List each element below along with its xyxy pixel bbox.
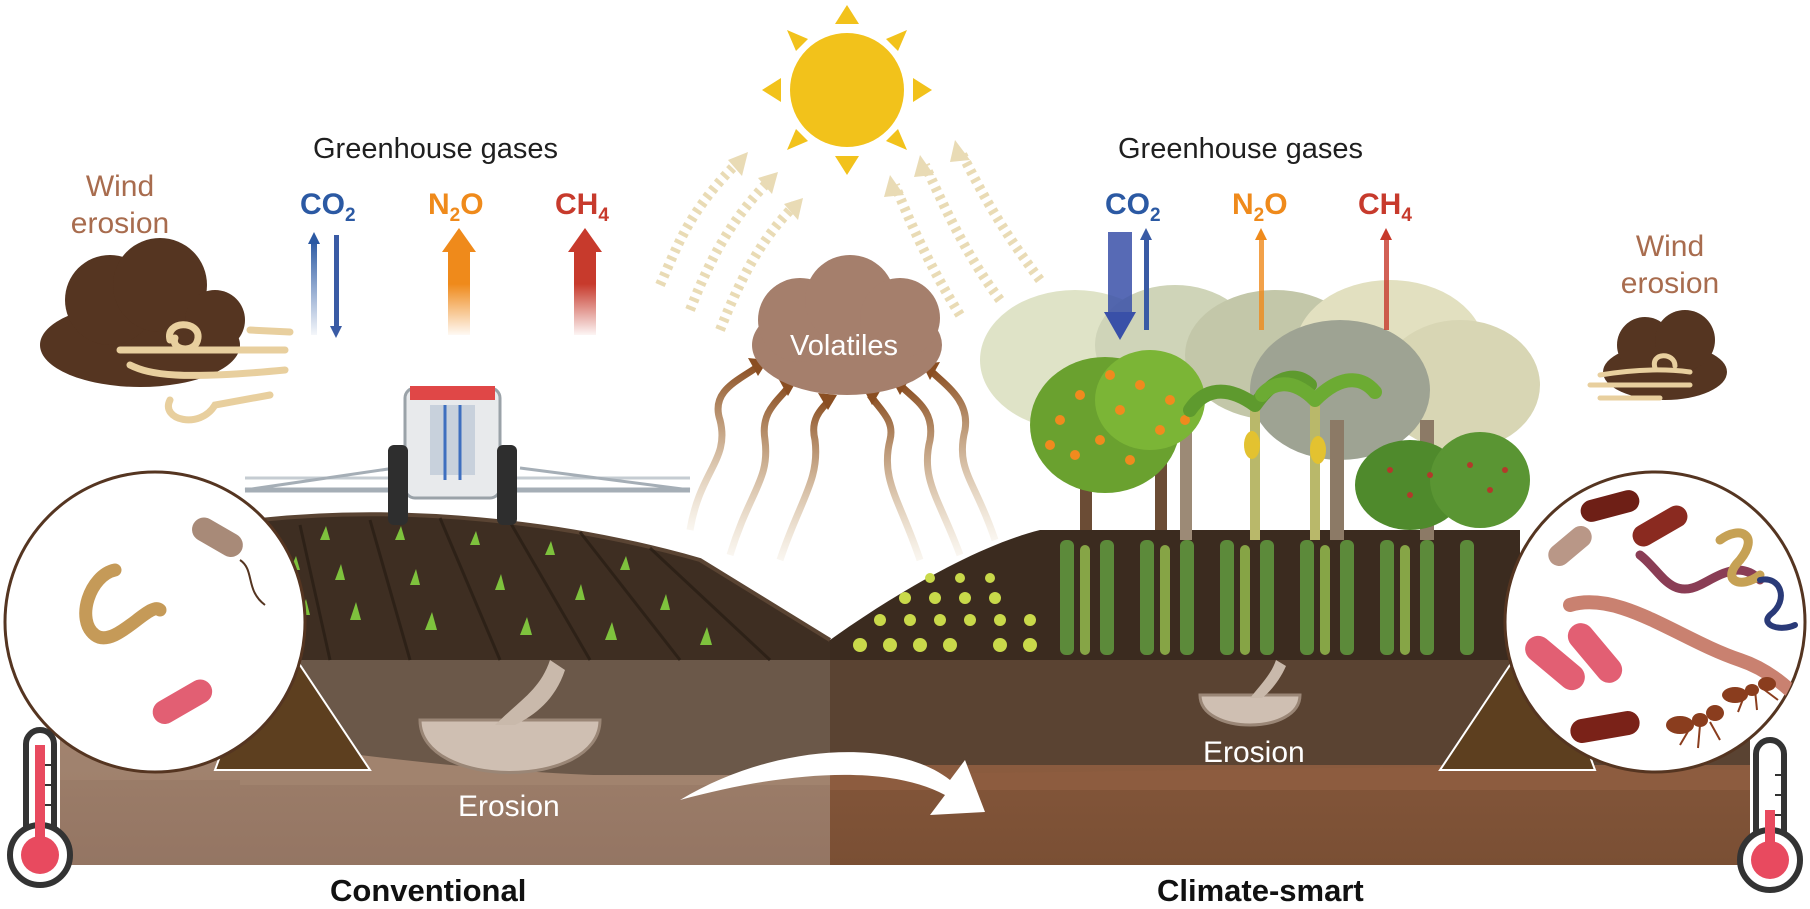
right-ghg-title: Greenhouse gases — [1118, 133, 1364, 165]
right-erosion-bowl — [1198, 660, 1302, 727]
bacterium-icon — [1525, 490, 1688, 743]
dust-cloud-icon — [40, 238, 245, 387]
wind-gust-icon — [1587, 353, 1693, 401]
volatiles-cloud — [752, 255, 942, 395]
volatile-arrows — [686, 362, 999, 562]
bacterium-icon — [192, 517, 266, 606]
left-ghg-title: Greenhouse gases — [313, 133, 559, 165]
left-erosion-label: Erosion — [458, 790, 560, 823]
tractor-icon — [244, 386, 691, 525]
right-n2o-label: N2O — [1232, 188, 1288, 226]
conventional-field — [240, 512, 832, 662]
wind-gust-icon — [116, 321, 294, 424]
banana-plant-icon — [1183, 370, 1382, 540]
right-ghg-arrows — [1104, 228, 1392, 340]
volatiles-label: Volatiles — [790, 330, 899, 362]
climate-smart-label: Climate-smart — [1157, 873, 1364, 908]
left-n2o-label: N2O — [428, 188, 484, 226]
right-co2-label: CO2 — [1105, 188, 1161, 226]
thermometer-icon — [1737, 737, 1803, 893]
left-soil-magnifier — [3, 470, 307, 774]
left-ghg-arrows — [308, 228, 602, 338]
conventional-label: Conventional — [330, 873, 527, 908]
left-ch4-label: CH4 — [555, 188, 609, 226]
climate-smart-field — [830, 530, 1520, 660]
worm-icon — [79, 563, 167, 645]
right-erosion-label: Erosion — [1203, 736, 1305, 769]
ant-icon — [1666, 677, 1776, 734]
right-ch4-label: CH4 — [1358, 188, 1412, 226]
right-soil-magnifier — [1503, 470, 1807, 774]
sunlight-rays — [655, 147, 1045, 332]
tree-icon — [1030, 350, 1205, 530]
bacterium-icon — [152, 679, 213, 724]
thermometer-icon — [7, 727, 73, 888]
left-erosion-bowl — [418, 660, 602, 774]
sun-icon — [762, 5, 932, 175]
worm-icon — [1563, 528, 1805, 707]
coffee-bushes — [1355, 432, 1530, 530]
sunlight-arrowheads — [728, 140, 970, 220]
transition-arrow — [680, 752, 985, 815]
left-co2-label: CO2 — [300, 188, 356, 226]
